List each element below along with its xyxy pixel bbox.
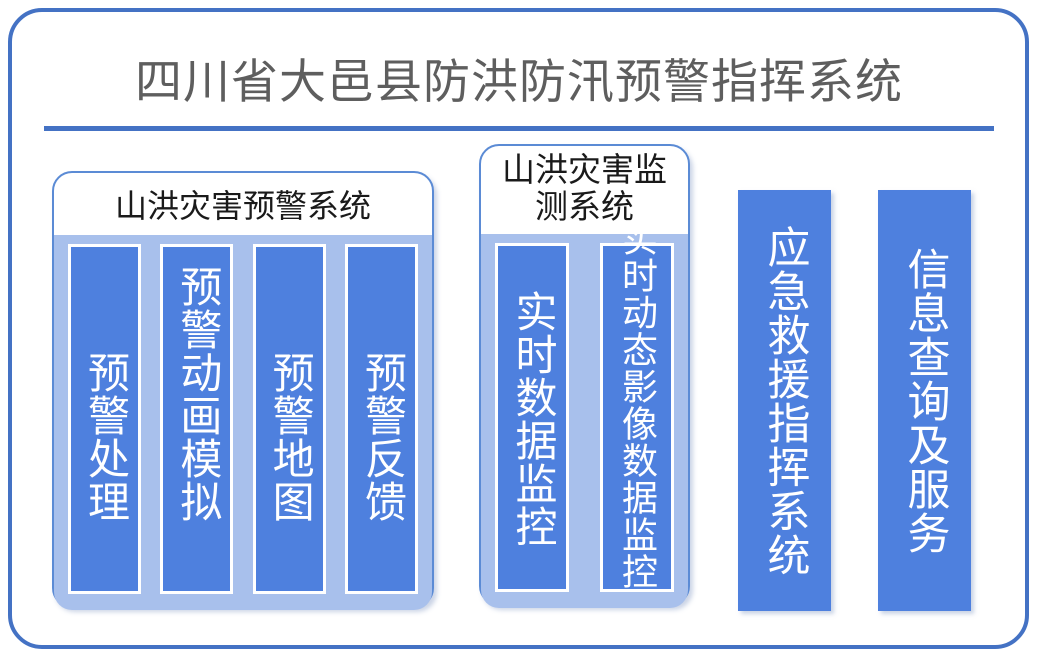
column-warning-processing-label: 预警处理 — [81, 351, 128, 523]
panel-information-query-and-service[interactable]: 信息查询及服务 — [878, 190, 971, 611]
panel-1-header: 山洪灾害预警系统 — [54, 173, 432, 235]
column-warning-animation-simulation[interactable]: 预警动画模拟 — [160, 244, 234, 594]
panel-emergency-rescue-command-system[interactable]: 应急救援指挥系统 — [738, 190, 831, 611]
page-title-text: 四川省大邑县防洪防汛预警指挥系统 — [135, 55, 903, 109]
panel-2-body: 实时数据监控 实时动态影像数据监控 — [481, 220, 688, 608]
title-divider — [44, 126, 994, 131]
outer-frame — [8, 8, 1029, 649]
panel-2-header-text: 山洪灾害监测系统 — [502, 153, 667, 226]
panel-1-body: 预警处理 预警动画模拟 预警地图 预警反馈 — [54, 235, 432, 610]
column-warning-feedback[interactable]: 预警反馈 — [344, 244, 418, 594]
column-realtime-dynamic-image-data-monitoring[interactable]: 实时动态影像数据监控 — [600, 220, 674, 592]
column-realtime-data-monitoring[interactable]: 实时数据监控 — [495, 243, 569, 592]
column-realtime-data-monitoring-label: 实时数据监控 — [509, 290, 555, 548]
column-realtime-dynamic-image-data-monitoring-label: 实时动态影像数据监控 — [617, 220, 657, 590]
column-warning-map-label: 预警地图 — [266, 351, 313, 523]
panel-1-header-text: 山洪灾害预警系统 — [114, 188, 371, 224]
column-warning-feedback-label: 预警反馈 — [358, 351, 405, 523]
panel-emergency-rescue-command-system-label: 应急救援指挥系统 — [761, 224, 808, 577]
column-warning-animation-simulation-label: 预警动画模拟 — [173, 265, 220, 523]
panel-mountain-flood-warning-system[interactable]: 山洪灾害预警系统 预警处理 预警动画模拟 预警地图 预警反馈 — [52, 171, 434, 610]
panel-mountain-flood-monitoring-system[interactable]: 山洪灾害监测系统 实时数据监控 实时动态影像数据监控 — [479, 144, 690, 608]
page-title: 四川省大邑县防洪防汛预警指挥系统 — [44, 34, 994, 130]
panel-information-query-and-service-label: 信息查询及服务 — [901, 246, 948, 555]
column-warning-processing[interactable]: 预警处理 — [68, 244, 141, 594]
column-warning-map[interactable]: 预警地图 — [252, 244, 326, 594]
